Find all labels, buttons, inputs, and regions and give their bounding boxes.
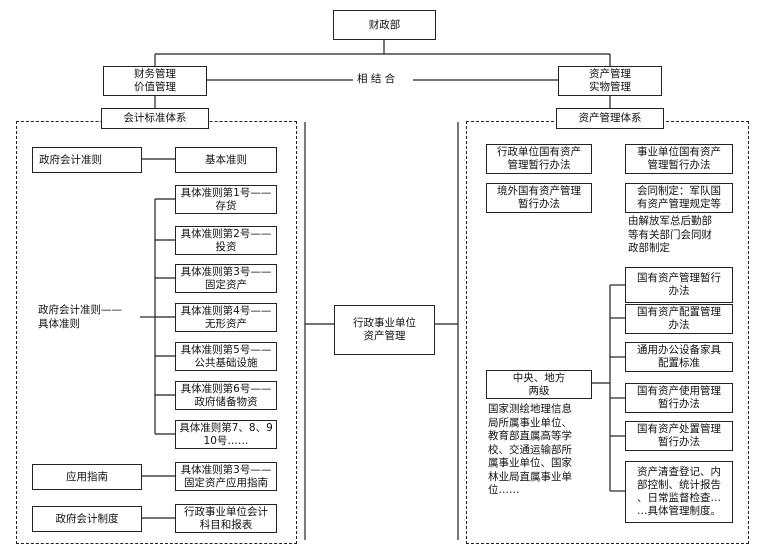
military-note: 由解放军总后勤部 等有关部门会同财 政部制定 <box>628 215 712 254</box>
basic-standard-box: 基本准则 <box>175 147 277 173</box>
admin-unit-asset-box: 行政单位国有资产 管理暂行办法 <box>486 144 592 174</box>
specific-standard-2: 具体准则第2号—— 投资 <box>175 226 277 255</box>
finance-management-box: 财务管理 价值管理 <box>103 66 207 96</box>
asset-item-4: 国有资产使用管理 暂行办法 <box>625 383 733 413</box>
central-local-note: 国家测绘地理信息 局所属事业单位、 教育部直属高等学 校、交通运输部所 属事业单… <box>488 403 572 496</box>
specific-standard-6: 具体准则第6号—— 政府储备物资 <box>175 381 277 410</box>
asset-item-2: 国有资产配置管理 办法 <box>625 304 733 334</box>
asset-management-box: 资产管理 实物管理 <box>558 66 662 96</box>
asset-item-5: 国有资产处置管理 暂行办法 <box>625 421 733 451</box>
gov-accounting-system-box: 政府会计制度 <box>32 506 142 532</box>
asset-item-3: 通用办公设备家具 配置标准 <box>625 342 733 372</box>
guide-item-box: 具体准则第3号—— 固定资产应用指南 <box>175 462 277 491</box>
asset-system-title: 资产管理体系 <box>556 108 664 129</box>
military-asset-box: 会同制定：军队国 有资产管理规定等 <box>625 183 733 213</box>
specific-standard-3: 具体准则第3号—— 固定资产 <box>175 264 277 293</box>
center-box: 行政事业单位 资产管理 <box>334 305 435 355</box>
system-item-box: 行政事业单位会计 科目和报表 <box>175 504 277 533</box>
application-guide-box: 应用指南 <box>32 464 142 490</box>
overseas-asset-box: 境外国有资产管理 暂行办法 <box>486 183 592 213</box>
inst-unit-asset-box: 事业单位国有资产 管理暂行办法 <box>625 144 733 174</box>
asset-item-1: 国有资产管理暂行 办法 <box>625 267 733 303</box>
specific-standard-4: 具体准则第4号—— 无形资产 <box>175 303 277 332</box>
specific-standard-1: 具体准则第1号—— 存货 <box>175 185 277 214</box>
accounting-standards-title: 会计标准体系 <box>101 108 209 129</box>
specific-standard-7-10: 具体准则第7、8、9 10号…… <box>175 420 277 449</box>
ministry-of-finance-box: 财政部 <box>333 10 436 40</box>
central-local-box: 中央、地方 两级 <box>486 370 592 399</box>
gov-accounting-standards-box: 政府会计准则 <box>32 147 142 173</box>
asset-item-6: 资产清查登记、内 部控制、统计报告 、日常监督检查… …具体管理制度。 <box>625 461 733 523</box>
specific-standards-label: 政府会计准则—— 具体准则 <box>38 304 122 330</box>
combine-label: 相 结 合 <box>357 73 396 85</box>
specific-standard-5: 具体准则第5号—— 公共基础设施 <box>175 342 277 371</box>
